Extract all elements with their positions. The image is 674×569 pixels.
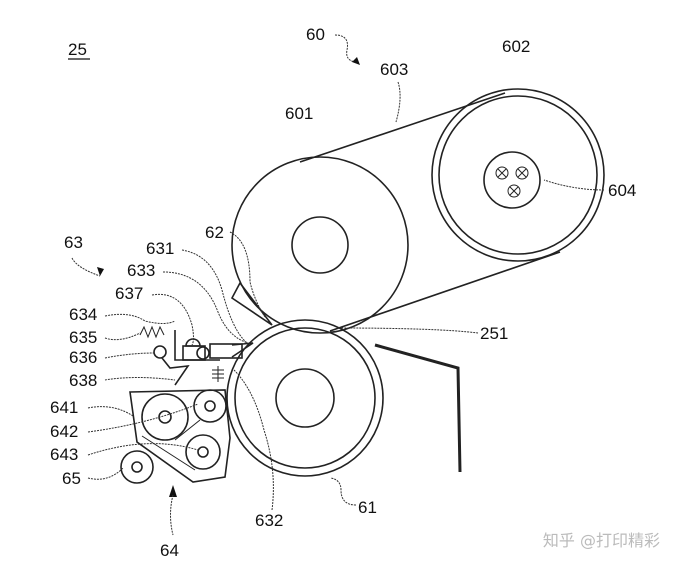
leader-lines (87, 34, 605, 511)
arrows (71, 57, 360, 536)
label-643: 643 (50, 445, 78, 464)
label-632: 632 (255, 511, 283, 530)
belt-603-bottom (329, 251, 561, 332)
label-602: 602 (502, 37, 530, 56)
label-65: 65 (62, 469, 81, 488)
label-633: 633 (127, 261, 155, 280)
figure-label: 25 (68, 40, 87, 59)
label-638: 638 (69, 371, 97, 390)
roller-601 (231, 156, 409, 334)
label-642: 642 (50, 422, 78, 441)
label-636: 636 (69, 348, 97, 367)
belt-603-top (299, 92, 506, 163)
separator-62 (230, 281, 273, 326)
label-62: 62 (205, 223, 224, 242)
label-604: 604 (608, 181, 636, 200)
label-601: 601 (285, 104, 313, 123)
label-64: 64 (160, 541, 179, 560)
label-631: 631 (146, 239, 174, 258)
label-635: 635 (69, 328, 97, 347)
roller-61 (226, 319, 384, 477)
label-603: 603 (380, 60, 408, 79)
label-61: 61 (358, 498, 377, 517)
heater-604 (495, 166, 529, 198)
label-637: 637 (115, 284, 143, 303)
label-634: 634 (69, 305, 97, 324)
paper-guide (374, 343, 462, 473)
watermark: 知乎 @打印精彩 (542, 531, 660, 550)
label-63: 63 (64, 233, 83, 252)
label-641: 641 (50, 398, 78, 417)
label-251: 251 (480, 324, 508, 343)
cleaning-unit-63 (139, 325, 254, 386)
roller-602 (431, 88, 605, 262)
cleaning-web-unit-64 (120, 389, 231, 484)
label-60: 60 (306, 25, 325, 44)
